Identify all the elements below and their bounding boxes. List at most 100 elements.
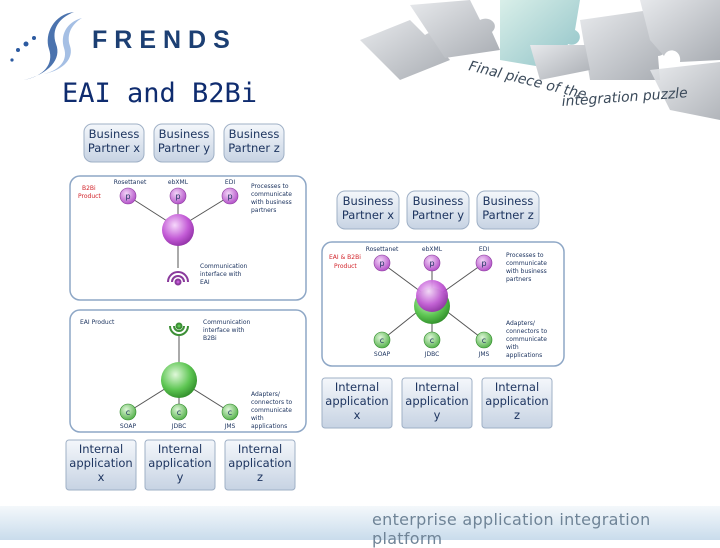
left-eai-product-label: EAI Product <box>80 319 115 326</box>
left-partner-x-line2: Partner x <box>88 141 140 155</box>
footer-text: enterprise application integration platf… <box>372 510 651 548</box>
left-app-x: Internal application x <box>65 439 137 491</box>
left-eai-box: EAI Product c c c SOAP JDBC JMS Communic… <box>69 309 307 433</box>
right-product-line2: Product <box>334 263 357 270</box>
left-p-label-1: p <box>125 192 130 201</box>
left-partner-z-line1: Business <box>229 127 280 141</box>
right-protocol-edi: EDI <box>479 246 489 253</box>
left-adapter-note-1: Adapters/ <box>251 391 281 398</box>
right-c-node-3 <box>475 331 493 349</box>
frends-logo-swoosh-icon <box>10 12 82 80</box>
left-c-label-3: c <box>228 408 232 417</box>
right-app-z-line1: Internal <box>495 380 539 394</box>
left-c-label-1: c <box>126 408 130 417</box>
right-protocol-rosettanet: Rosettanet <box>366 246 399 253</box>
right-app-x-line2: application <box>325 394 388 408</box>
left-app-y-line3: y <box>177 470 184 484</box>
right-partner-y: Business Partner y <box>406 190 470 230</box>
left-partner-y-line2: Partner y <box>158 141 210 155</box>
left-eai-comm-note-1: Communication <box>203 319 250 326</box>
left-app-x-line2: application <box>69 456 132 470</box>
right-process-note-4: partners <box>506 276 531 283</box>
right-c-label-1: c <box>380 336 384 345</box>
right-protocol-ebxml: ebXML <box>422 246 443 253</box>
left-c-label-2: c <box>177 408 181 417</box>
right-adapter-soap: SOAP <box>374 351 391 358</box>
right-c-label-3: c <box>482 336 486 345</box>
left-c-node-1 <box>119 403 137 421</box>
right-app-x-line3: x <box>354 408 361 422</box>
left-adapter-note-4: with <box>251 415 264 422</box>
left-b2bi-box: B2Bi Product Rosettanet ebXML EDI p p p … <box>69 175 307 301</box>
left-app-y: Internal application y <box>144 439 216 491</box>
right-c-node-1 <box>373 331 391 349</box>
left-process-note-3: with business <box>251 199 292 206</box>
right-app-z: Internal application z <box>481 377 553 429</box>
left-eai-comm-note-2: interface with <box>203 327 245 334</box>
left-comm-note-2: interface with <box>200 271 242 278</box>
left-p-node-3 <box>221 187 239 205</box>
right-app-z-line2: application <box>485 394 548 408</box>
right-adapter-note-1: Adapters/ <box>506 320 536 327</box>
right-adapter-note-3: communicate <box>506 336 547 343</box>
left-adapter-note-3: communicate <box>251 407 292 414</box>
left-partner-z: Business Partner z <box>223 123 285 163</box>
left-p-label-3: p <box>227 192 232 201</box>
right-adapter-note-4: with <box>506 344 519 351</box>
right-partner-z-line2: Partner z <box>482 208 534 222</box>
left-adapter-note-5: applications <box>251 423 287 430</box>
left-protocol-rosettanet: Rosettanet <box>114 179 147 186</box>
left-adapter-note-2: connectors to <box>251 399 292 406</box>
right-adapter-jms: JMS <box>478 351 490 358</box>
right-app-x-line1: Internal <box>335 380 379 394</box>
left-app-z-line2: application <box>228 456 291 470</box>
left-protocol-edi: EDI <box>225 179 235 186</box>
left-app-x-line3: x <box>98 470 105 484</box>
left-p-node-2 <box>169 187 187 205</box>
right-app-y-line3: y <box>434 408 441 422</box>
left-process-note-2: communicate <box>251 191 292 198</box>
left-app-y-line1: Internal <box>158 442 202 456</box>
right-process-note-1: Processes to <box>506 252 544 259</box>
right-p-label-1: p <box>379 259 384 268</box>
right-p-label-2: p <box>429 259 434 268</box>
left-partner-y-line1: Business <box>159 127 210 141</box>
left-app-z-line3: z <box>257 470 263 484</box>
right-process-note-2: communicate <box>506 260 547 267</box>
left-comm-interface-icon <box>167 271 189 286</box>
left-adapter-soap: SOAP <box>120 423 137 430</box>
left-comm-note-1: Communication <box>200 263 247 270</box>
left-process-note-1: Processes to <box>251 183 289 190</box>
left-p-node-1 <box>119 187 137 205</box>
left-protocol-ebxml: ebXML <box>168 179 189 186</box>
right-app-y: Internal application y <box>401 377 473 429</box>
right-product-line1: EAI & B2Bi <box>329 254 361 261</box>
right-app-z-line3: z <box>514 408 520 422</box>
left-eai-comm-note-3: B2Bi <box>203 335 217 342</box>
right-adapter-note-2: connectors to <box>506 328 547 335</box>
right-partner-z-line1: Business <box>483 194 534 208</box>
left-partner-z-line2: Partner z <box>228 141 280 155</box>
left-eai-comm-interface-icon <box>169 322 189 336</box>
right-product-box: EAI & B2Bi Product Rosettanet ebXML EDI … <box>321 241 565 367</box>
right-app-y-line2: application <box>405 394 468 408</box>
puzzle-pieces-icon <box>360 0 720 120</box>
right-b2bi-hub <box>416 280 448 312</box>
left-app-z: Internal application z <box>224 439 296 491</box>
left-app-y-line2: application <box>148 456 211 470</box>
right-p-label-3: p <box>481 259 486 268</box>
right-process-note-3: with business <box>506 268 547 275</box>
left-b2bi-product-line2: Product <box>78 193 101 200</box>
right-partner-x: Business Partner x <box>336 190 400 230</box>
right-app-y-line1: Internal <box>415 380 459 394</box>
right-partner-y-line1: Business <box>413 194 464 208</box>
right-p-node-3 <box>475 254 493 272</box>
left-comm-note-3: EAI <box>200 279 210 286</box>
left-partner-x: Business Partner x <box>83 123 145 163</box>
right-partner-x-line1: Business <box>343 194 394 208</box>
right-adapter-note-5: applications <box>506 352 542 359</box>
right-adapter-jdbc: JDBC <box>424 351 440 358</box>
right-c-node-2 <box>423 331 441 349</box>
